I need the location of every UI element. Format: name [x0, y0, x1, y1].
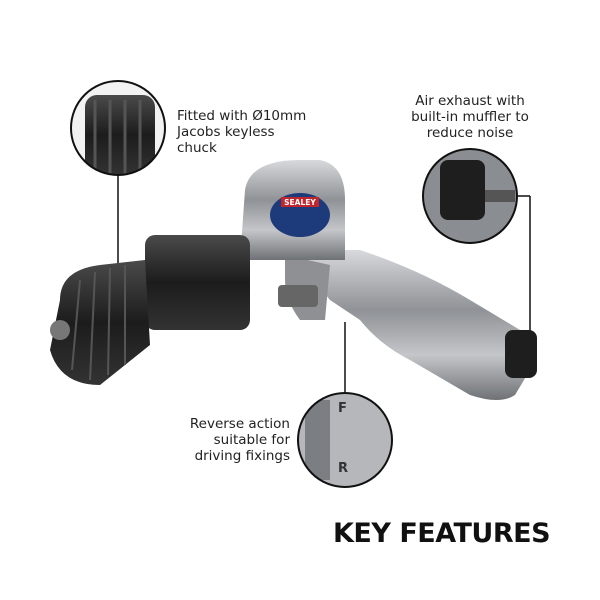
- exhaust-caption: Air exhaust with built-in muffler to red…: [411, 93, 529, 141]
- chuck-caption: Fitted with Ø10mm Jacobs keyless chuck: [177, 108, 307, 156]
- drill-handle: [290, 250, 534, 400]
- reverse-mark: R: [338, 461, 348, 476]
- forward-mark: F: [338, 401, 347, 416]
- chuck-detail-image: [71, 81, 165, 175]
- brand-name: SEALEY: [284, 198, 316, 207]
- brand-strip: [281, 197, 319, 207]
- reverse-callout-ring: [297, 392, 393, 488]
- reverse-lever: [278, 285, 318, 307]
- exhaust-muffler: [505, 330, 537, 378]
- chuck-callout-ring: [70, 80, 166, 176]
- reverse-detail-image: F R: [298, 393, 392, 487]
- chuck-jaws: [50, 320, 70, 340]
- exhaust-callout-ring: [422, 148, 518, 244]
- drill-barrel: [145, 235, 250, 330]
- exhaust-detail-image: [423, 149, 517, 243]
- reverse-caption: Reverse action suitable for driving fixi…: [189, 416, 290, 464]
- chuck-grip-ribs: [71, 265, 126, 381]
- key-features-heading: KEY FEATURES: [333, 518, 551, 549]
